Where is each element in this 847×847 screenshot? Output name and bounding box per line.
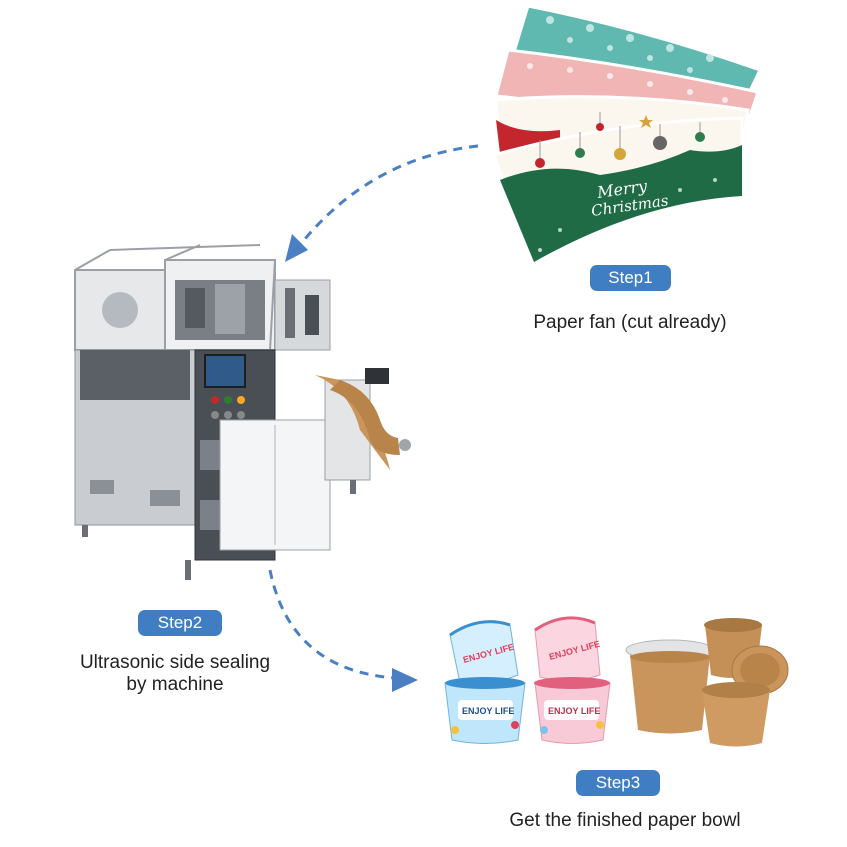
control-buttons-icon xyxy=(211,396,245,419)
cup-forming-machine-image xyxy=(74,244,411,580)
touch-screen-icon xyxy=(204,354,246,388)
kraft-paper-bowl xyxy=(702,682,770,747)
printed-paper-bowl: ENJOY LIFE xyxy=(534,677,611,744)
printed-paper-bowl: ENJOY LIFE xyxy=(534,616,601,681)
step2-caption-line2: by machine xyxy=(126,674,224,695)
paper-fan-stack-image: Merry Christmas xyxy=(492,4,763,265)
paper-fan-green: Merry Christmas xyxy=(492,112,744,265)
vent-icon xyxy=(200,440,222,530)
step3-badge: Step3 xyxy=(576,770,660,796)
finished-bowls-image: ENJOY LIFE ENJOY LIFE ENJOY LIFE ENJOY L… xyxy=(444,616,789,747)
machine-legs xyxy=(82,480,356,580)
vent-icon xyxy=(90,480,180,506)
step3-caption: Get the finished paper bowl xyxy=(509,810,741,831)
step1-caption: Paper fan (cut already) xyxy=(533,312,727,333)
step2-badge: Step2 xyxy=(138,610,222,636)
bowl-print-text: ENJOY LIFE xyxy=(548,706,600,716)
kraft-paper-roll-icon xyxy=(315,368,411,470)
step1-badge: Step1 xyxy=(590,265,671,291)
bowl-print-text: ENJOY LIFE xyxy=(462,706,514,716)
ornament-icons xyxy=(535,112,705,168)
step2-caption-line1: Ultrasonic side sealing xyxy=(79,652,271,673)
machine-mechanics xyxy=(102,279,331,351)
printed-paper-bowl: ENJOY LIFE xyxy=(444,677,526,744)
kraft-paper-bowl-with-lid xyxy=(625,639,715,734)
printed-paper-bowl: ENJOY LIFE xyxy=(449,620,519,685)
